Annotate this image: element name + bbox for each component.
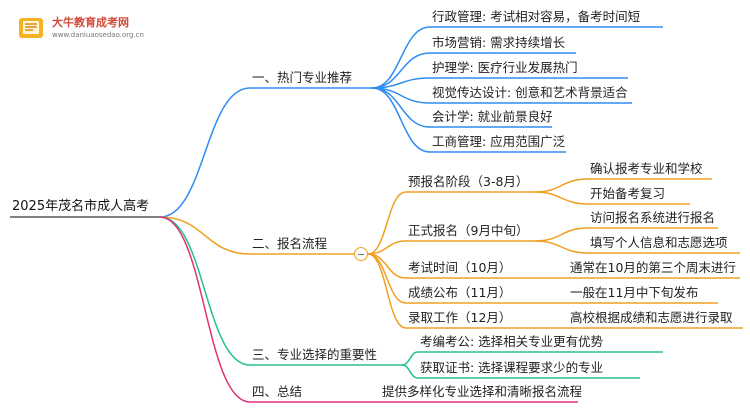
logo-name: 大牛教育成考网 xyxy=(52,16,129,29)
step-node: 开始备考复习 xyxy=(590,186,666,201)
stage-connector xyxy=(367,191,407,255)
branch-hot-majors: 一、热门专业推荐 xyxy=(252,70,353,85)
child-connector xyxy=(401,364,419,379)
stage-connector xyxy=(367,253,407,329)
branch-summary: 四、总结 xyxy=(252,384,303,399)
step-node: 一般在11月中下旬发布 xyxy=(570,285,699,300)
book-icon xyxy=(19,18,43,38)
major-node: 视觉传达设计: 创意和艺术背景适合 xyxy=(432,85,628,100)
major-node: 工商管理: 应用范围广泛 xyxy=(432,134,566,149)
step-connector xyxy=(534,191,589,205)
step-connector xyxy=(534,240,589,254)
major-node: 护理学: 医疗行业发展热门 xyxy=(432,60,578,75)
step-node: 高校根据成绩和志愿进行录取 xyxy=(570,310,733,325)
child-connector xyxy=(371,87,431,153)
branch-connector xyxy=(159,216,251,366)
importance-node: 考编考公: 选择相关专业更有优势 xyxy=(420,334,604,349)
step-connector xyxy=(534,227,589,242)
step-node: 通常在10月的第三个周末进行 xyxy=(570,260,736,275)
branch-importance: 三、专业选择的重要性 xyxy=(252,347,378,362)
child-connector xyxy=(371,26,431,89)
branch-connector xyxy=(159,87,251,218)
stage-node: 正式报名（9月中旬） xyxy=(408,223,529,238)
stage-node: 预报名阶段（3-8月） xyxy=(408,174,529,189)
child-connector xyxy=(401,351,419,366)
stage-node: 考试时间（10月） xyxy=(408,260,512,275)
branch-registration-process: 二、报名流程 xyxy=(252,236,328,251)
summary-node: 提供多样化专业选择和清晰报名流程 xyxy=(382,384,583,399)
stage-connector xyxy=(367,240,407,255)
step-node: 访问报名系统进行报名 xyxy=(590,210,716,225)
branch-connector xyxy=(159,216,251,255)
root-node: 2025年茂名市成人高考 xyxy=(12,199,150,214)
stage-node: 录取工作（12月） xyxy=(408,310,512,325)
step-node: 确认报考专业和学校 xyxy=(590,161,703,176)
stage-connector xyxy=(367,253,407,304)
step-node: 填写个人信息和志愿选项 xyxy=(590,235,728,250)
major-node: 行政管理: 考试相对容易，备考时间短 xyxy=(432,9,641,24)
step-connector xyxy=(534,178,589,193)
collapse-toggle[interactable] xyxy=(354,247,368,261)
site-logo: 大牛教育成考网 www.daniuaosedao.org.cn xyxy=(16,12,156,46)
major-node: 市场营销: 需求持续增长 xyxy=(432,35,566,50)
logo-url: www.daniuaosedao.org.cn xyxy=(52,31,144,39)
branch-connector xyxy=(159,216,251,403)
stage-node: 成绩公布（11月） xyxy=(408,285,512,300)
importance-node: 获取证书: 选择课程要求少的专业 xyxy=(420,360,604,375)
major-node: 会计学: 就业前景良好 xyxy=(432,109,553,124)
